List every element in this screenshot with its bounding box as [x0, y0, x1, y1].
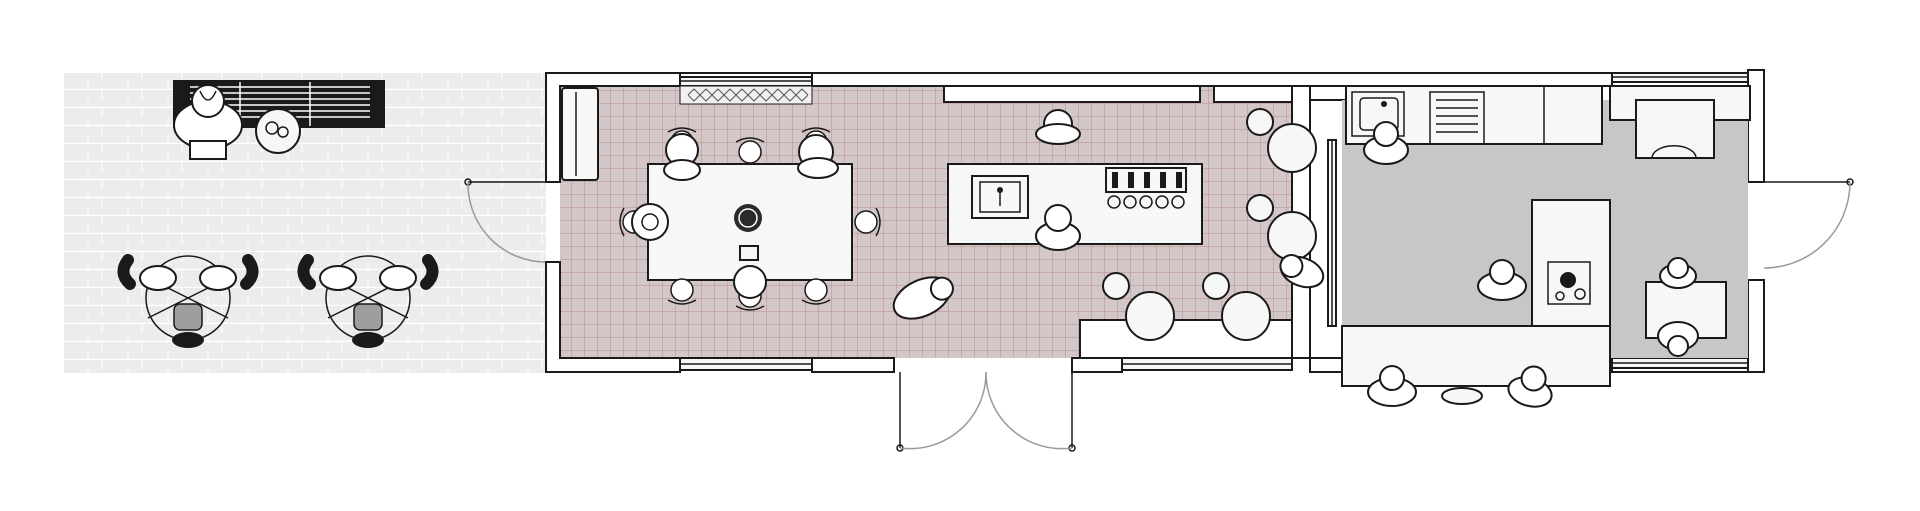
wall: [943, 85, 1201, 103]
wall: [1213, 85, 1293, 103]
round-table: [1267, 123, 1317, 173]
person-icon: [1659, 257, 1697, 289]
dishwasher-icon: [1429, 91, 1485, 145]
round-table: [1125, 291, 1175, 341]
person-icon: [173, 84, 243, 160]
door-icon: [896, 371, 1076, 452]
person-icon: [733, 245, 767, 299]
stool-icon: [1246, 108, 1274, 136]
wall: [1309, 85, 1347, 101]
wall: [811, 72, 1613, 87]
bicycle-icon: [297, 254, 439, 348]
person-icon: [1507, 365, 1553, 408]
wall: [1071, 357, 1123, 373]
door-icon: [464, 178, 547, 263]
window-icon: [1611, 72, 1749, 83]
person-icon: [631, 203, 669, 241]
person-icon: [892, 276, 954, 320]
window-icon: [679, 357, 813, 371]
side-table: [255, 108, 301, 154]
wall: [1309, 357, 1345, 373]
wall: [811, 357, 895, 373]
window-icon: [1121, 357, 1293, 371]
person-icon: [1367, 365, 1417, 407]
stool-icon: [1202, 272, 1230, 300]
stove-icon: [1105, 167, 1187, 209]
stool-icon: [1102, 272, 1130, 300]
round-table: [1221, 291, 1271, 341]
plant-icon: [679, 85, 813, 105]
person-icon: [1657, 321, 1699, 357]
window-icon: [679, 76, 813, 87]
person-icon: [1035, 204, 1081, 251]
person-icon: [1279, 254, 1325, 289]
window-icon: [1611, 357, 1749, 369]
person-icon: [1035, 109, 1081, 145]
person-icon: [797, 134, 839, 179]
stove-icon: [1547, 261, 1591, 305]
sofa: [561, 87, 599, 181]
door-icon: [1763, 178, 1854, 269]
person-icon: [663, 133, 701, 181]
sink-icon: [971, 175, 1029, 219]
centerpiece: [734, 204, 762, 232]
bicycle-icon: [117, 254, 259, 348]
cabinet: [1635, 99, 1715, 159]
wall: [1747, 279, 1765, 373]
person-icon: [1363, 121, 1409, 165]
round-table: [1267, 211, 1317, 261]
stool-icon: [1246, 194, 1274, 222]
stool-icon: [1441, 387, 1483, 405]
person-icon: [1477, 259, 1527, 301]
